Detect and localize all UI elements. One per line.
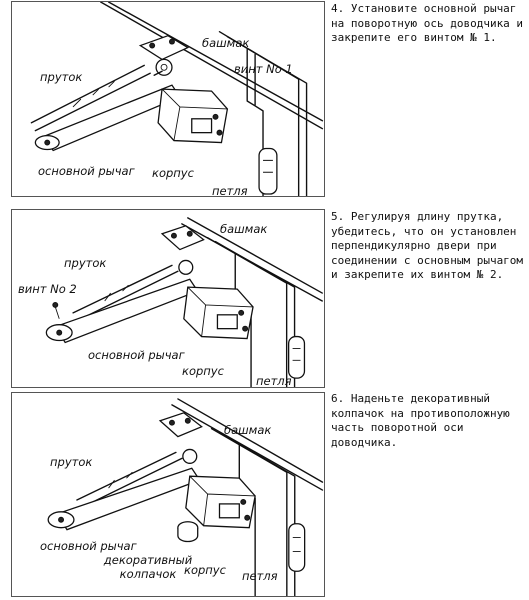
label-body: корпус <box>184 563 226 577</box>
label-screw-1: винт No 1 <box>234 62 293 76</box>
label-hinge: петля <box>212 184 248 198</box>
label-shoe: башмак <box>220 222 268 236</box>
step-4-instruction: 4. Установите основной рычаг на поворотн… <box>331 2 524 45</box>
hinge-shape <box>288 523 306 572</box>
door-frame-edge <box>171 404 324 491</box>
label-shoe: башмак <box>224 423 272 437</box>
label-rod: пруток <box>64 256 107 270</box>
label-hinge: петля <box>256 374 292 388</box>
rod-shape <box>30 64 145 124</box>
step-6-illustration: башмак пруток основной рычаг декоративны… <box>11 392 325 597</box>
step-5-drawing <box>45 217 323 387</box>
label-main-arm: основной рычаг <box>40 539 137 553</box>
label-screw-2: винт No 2 <box>18 282 77 296</box>
label-shoe: башмак <box>202 36 250 50</box>
hinge-shape <box>258 147 278 195</box>
label-body: корпус <box>152 166 194 180</box>
step-5-instruction: 5. Регулируя длину прутка, убедитесь, чт… <box>331 210 524 282</box>
label-rod: пруток <box>40 70 83 84</box>
rod-shape <box>72 264 173 314</box>
door-frame-edge <box>100 2 324 130</box>
step-5-illustration: башмак пруток винт No 2 основной рычаг к… <box>11 209 325 388</box>
label-rod: пруток <box>50 455 93 469</box>
step-6-drawing <box>47 398 324 596</box>
label-decorative-cap: декоративный колпачок <box>103 553 193 581</box>
label-body: корпус <box>182 364 224 378</box>
step-4-drawing <box>30 2 324 196</box>
label-main-arm: основной рычаг <box>38 164 135 178</box>
label-main-arm: основной рычаг <box>88 348 185 362</box>
shoe-shape <box>158 412 203 438</box>
rod-shape <box>76 451 177 501</box>
label-hinge: петля <box>242 569 278 583</box>
step-6-instruction: 6. Наденьте декоративный колпачок на про… <box>331 392 510 449</box>
shoe-shape <box>138 34 190 61</box>
hinge-shape <box>287 335 306 379</box>
step-4-illustration: башмак винт No 1 пруток основной рычаг к… <box>11 1 325 198</box>
shoe-shape <box>160 225 205 251</box>
